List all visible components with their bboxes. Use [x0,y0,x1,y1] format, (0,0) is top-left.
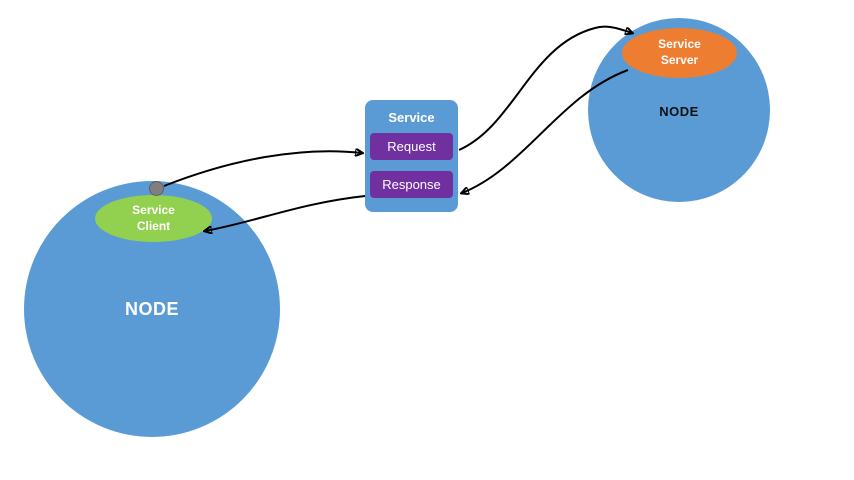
connection-dot [149,181,164,196]
service-server-label-line1: Service [658,37,701,52]
service-server-label-line2: Server [660,53,699,67]
service-client-ellipse: Service Client [95,195,212,242]
arrow-client-to-request [163,151,362,187]
service-box-title: Service [388,110,435,125]
service-server-ellipse: Service Server [622,28,737,78]
response-box: Response [370,171,453,198]
service-box: Service Request Response [365,100,458,212]
service-client-label-line2: Client [136,218,171,233]
left-node-label: NODE [124,298,179,319]
service-client-label-line1: Service [132,202,175,217]
request-box: Request [370,133,453,160]
right-node-label: NODE [659,104,699,119]
